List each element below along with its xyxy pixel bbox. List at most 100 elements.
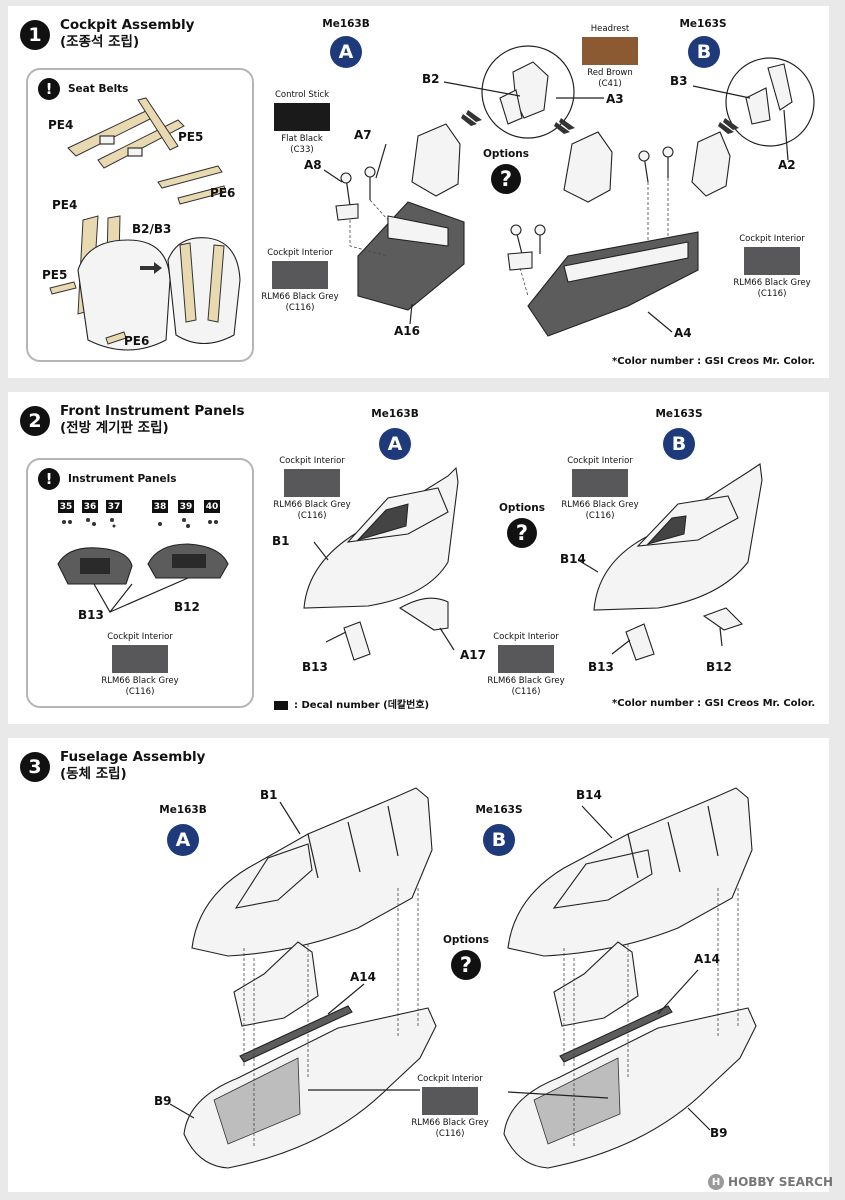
- decal-note-text: : Decal number (데칼번호): [294, 700, 430, 711]
- label-b3: B3: [670, 74, 688, 88]
- decal-square-icon: [274, 700, 288, 710]
- step2-variant-b-name: Me163S: [655, 408, 703, 420]
- decal-38: 38: [152, 500, 168, 513]
- step1-title: Cockpit Assembly (조종석 조립): [60, 17, 194, 51]
- callout-swatch-title: Cockpit Interior: [107, 632, 173, 642]
- watermark-text: HOBBY SEARCH: [728, 1175, 833, 1189]
- label-b2: B2: [422, 72, 440, 86]
- label-pe5-top: PE5: [178, 130, 204, 144]
- step2-number: 2: [20, 406, 50, 436]
- callout-black-grey-chip: [112, 645, 168, 673]
- callout-swatch-color: RLM66 Black Grey: [101, 676, 179, 686]
- label-a16: A16: [394, 324, 420, 338]
- label-a14-b: A14: [694, 952, 720, 966]
- step3-number: 3: [20, 752, 50, 782]
- step1-variant-a-badge: A: [330, 36, 362, 68]
- step3-title: Fuselage Assembly (동체 조립): [60, 749, 205, 783]
- step3-options: Options ?: [436, 934, 496, 980]
- cockpit-b-swatch: Cockpit Interior RLM66 Black Grey (C116): [724, 234, 820, 300]
- step1-variant-a-name: Me163B: [322, 18, 370, 30]
- label-b13-b: B13: [588, 660, 614, 674]
- step2-swatch-mid-code: (C116): [511, 687, 541, 697]
- decal-40: 40: [204, 500, 220, 513]
- front-instrument-drawing: [303, 463, 763, 661]
- step3-panel: 3 Fuselage Assembly (동체 조립) Me163B A Me1…: [8, 738, 829, 1192]
- instrument-panels-drawing: [57, 518, 229, 614]
- step3-subtitle: (동체 조립): [60, 766, 127, 782]
- label-pe4-bottom: PE4: [52, 198, 78, 212]
- step2-swatch-a-code: (C116): [297, 511, 327, 521]
- step3-variant-b-badge: B: [483, 824, 515, 856]
- black-grey-chip-a: [272, 261, 328, 289]
- decal-37: 37: [106, 500, 122, 513]
- step2-color-note: *Color number : GSI Creos Mr. Color.: [612, 698, 816, 709]
- label-b2-b3: B2/B3: [132, 222, 172, 236]
- cockpit-a-color: RLM66 Black Grey: [261, 292, 339, 302]
- headrest-color: Red Brown: [587, 68, 633, 78]
- step3-swatch-code: (C116): [435, 1129, 465, 1139]
- cockpit-b-title: Cockpit Interior: [739, 234, 805, 244]
- decal-36: 36: [82, 500, 98, 513]
- step3-title-text: Fuselage Assembly: [60, 749, 206, 765]
- hobby-search-watermark: H HOBBY SEARCH: [708, 1174, 833, 1190]
- decal-note: : Decal number (데칼번호): [274, 696, 429, 711]
- instrument-panels-title: Instrument Panels: [68, 473, 177, 485]
- step1-subtitle: (조종석 조립): [60, 34, 140, 50]
- cockpit-b-color: RLM66 Black Grey: [733, 278, 811, 288]
- instrument-panels-callout: ! Instrument Panels 35 36 37 38 39 40 B1…: [26, 458, 254, 708]
- step2-swatch-mid: Cockpit Interior RLM66 Black Grey (C116): [478, 632, 574, 698]
- control-stick-code: (C33): [290, 145, 314, 155]
- fuselage-assembly-drawing: [169, 787, 757, 1169]
- label-b12: B12: [706, 660, 732, 674]
- question-icon-2: ?: [507, 518, 537, 548]
- step2-variant-a-name: Me163B: [371, 408, 419, 420]
- label-b1-fuselage: B1: [260, 788, 278, 802]
- label-a17: A17: [460, 648, 486, 662]
- label-b12-callout: B12: [174, 600, 200, 614]
- control-stick-color: Flat Black: [281, 134, 323, 144]
- step2-subtitle: (전방 계기판 조립): [60, 420, 169, 436]
- step1-panel: 1 Cockpit Assembly (조종석 조립) ! Seat Belts…: [8, 6, 829, 378]
- label-pe4-top: PE4: [48, 118, 74, 132]
- step2-swatch-b-title: Cockpit Interior: [567, 456, 633, 466]
- step2-variant-a-badge: A: [379, 428, 411, 460]
- step2-swatch-b-code: (C116): [585, 511, 615, 521]
- hobby-search-logo-icon: H: [708, 1174, 725, 1190]
- step3-swatch: Cockpit Interior RLM66 Black Grey (C116): [402, 1074, 498, 1140]
- question-icon: ?: [491, 164, 521, 194]
- step3-variant-a-name: Me163B: [159, 804, 207, 816]
- step1-options: Options ?: [476, 148, 536, 194]
- step2-chip-a: [284, 469, 340, 497]
- label-b13-callout: B13: [78, 608, 104, 622]
- warning-icon-2: !: [38, 468, 60, 490]
- step2-swatch-a-title: Cockpit Interior: [279, 456, 345, 466]
- headrest-title: Headrest: [590, 24, 630, 34]
- seat-belts-drawing: [49, 97, 241, 351]
- callout-cockpit-swatch: Cockpit Interior RLM66 Black Grey (C116): [92, 632, 188, 698]
- label-a3: A3: [606, 92, 624, 106]
- step3-swatch-title: Cockpit Interior: [417, 1074, 483, 1084]
- step2-variant-b-badge: B: [663, 428, 695, 460]
- label-a4: A4: [674, 326, 692, 340]
- label-b1: B1: [272, 534, 290, 548]
- step3-variant-a-badge: A: [167, 824, 199, 856]
- cockpit-a-swatch: Cockpit Interior RLM66 Black Grey (C116): [252, 248, 348, 314]
- cockpit-assembly-drawing: [323, 45, 815, 337]
- black-grey-chip-b: [744, 247, 800, 275]
- label-a2: A2: [778, 158, 796, 172]
- step3-variant-b-name: Me163S: [475, 804, 523, 816]
- step1-variant-b-name: Me163S: [679, 18, 727, 30]
- label-a8: A8: [304, 158, 322, 172]
- headrest-swatch: Headrest Red Brown (C41): [562, 24, 658, 90]
- warning-icon: !: [38, 78, 60, 100]
- decal-39: 39: [178, 500, 194, 513]
- step2-swatch-a-color: RLM66 Black Grey: [273, 500, 351, 510]
- step2-swatch-mid-color: RLM66 Black Grey: [487, 676, 565, 686]
- step3-swatch-color: RLM66 Black Grey: [411, 1118, 489, 1128]
- label-b9-b: B9: [710, 1126, 728, 1140]
- step1-color-note: *Color number : GSI Creos Mr. Color.: [612, 356, 816, 367]
- label-a14-a: A14: [350, 970, 376, 984]
- step2-swatch-b-color: RLM66 Black Grey: [561, 500, 639, 510]
- cockpit-a-title: Cockpit Interior: [267, 248, 333, 258]
- label-a7: A7: [354, 128, 372, 142]
